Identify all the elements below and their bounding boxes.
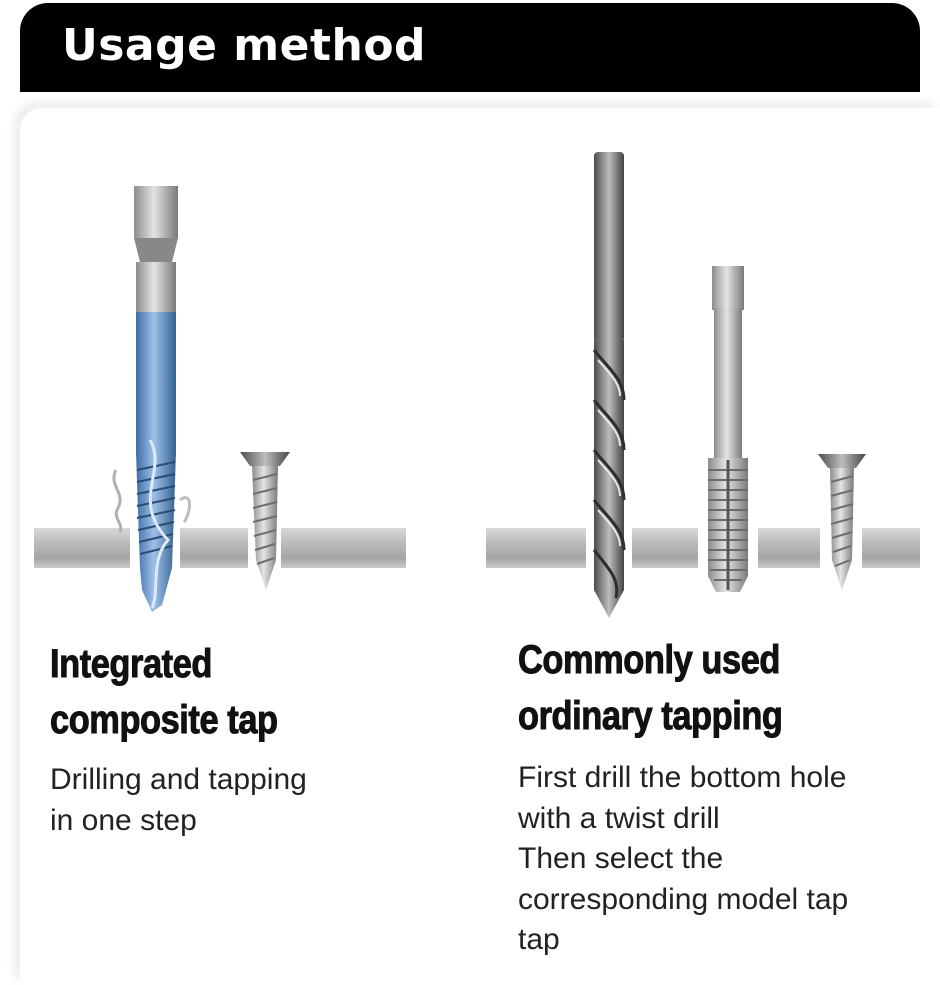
right-desc-line: with a twist drill <box>518 801 720 835</box>
right-description: First drill the bottom hole with a twist… <box>518 758 848 961</box>
tools-illustration <box>34 152 920 618</box>
left-desc-line: in one step <box>50 803 197 837</box>
left-screw-icon <box>240 452 290 590</box>
right-heading: Commonly used ordinary tapping <box>518 632 784 744</box>
twist-drill-icon <box>592 152 626 618</box>
right-desc-line: Then select the <box>518 842 724 875</box>
left-desc-line: Drilling and tapping <box>50 763 307 796</box>
left-description: Drilling and tapping in one step <box>50 760 307 841</box>
ordinary-tap-icon <box>708 266 748 592</box>
left-heading-line: composite tap <box>50 698 279 743</box>
right-heading-line: Commonly used <box>518 638 781 683</box>
composite-tap-icon <box>112 186 191 612</box>
right-desc-line: tap <box>518 923 560 956</box>
left-heading-line: Integrated <box>50 642 213 687</box>
right-heading-line: ordinary tapping <box>518 694 784 739</box>
left-metal-plate <box>34 528 406 568</box>
right-metal-plate <box>486 528 920 568</box>
header-bar: Usage method <box>20 3 920 92</box>
right-screw-icon <box>818 454 866 590</box>
left-heading: Integrated composite tap <box>50 636 279 748</box>
right-desc-line: corresponding model tap <box>518 882 849 916</box>
right-desc-line: First drill the bottom hole <box>518 761 847 794</box>
page-title: Usage method <box>62 20 427 71</box>
